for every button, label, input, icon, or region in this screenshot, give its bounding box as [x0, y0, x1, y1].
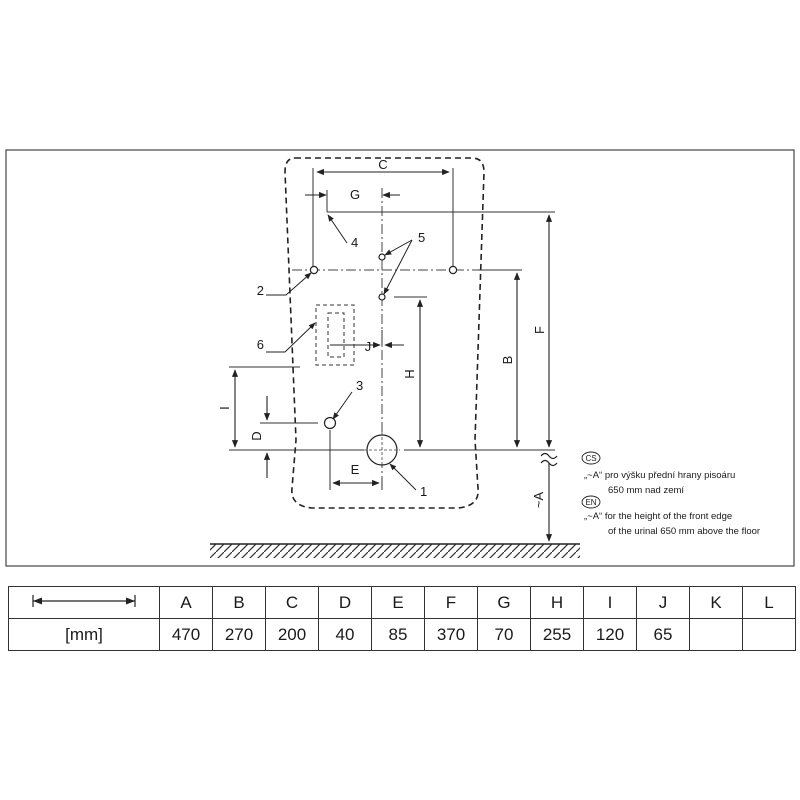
dimension-table: A B C D E F G H I J K L [mm] 470 270 200…	[8, 586, 796, 651]
svg-text:„~A“ for the height of the fro: „~A“ for the height of the front edge	[584, 511, 732, 522]
dim-label-e: E	[351, 462, 360, 477]
leader-6	[266, 322, 316, 353]
value-cell: 120	[583, 618, 637, 651]
header-cell: C	[265, 586, 319, 619]
part-6-outer-box	[315, 304, 355, 366]
header-cell: G	[477, 586, 531, 619]
value-cell: 470	[159, 618, 213, 651]
floor-hatch	[210, 543, 580, 558]
water-inlet-point-lower	[378, 293, 386, 301]
urinal-outline	[284, 157, 485, 509]
leader-5a	[384, 239, 413, 256]
table-header-row: A B C D E F G H I J K L	[8, 586, 796, 619]
table-value-row: [mm] 470 270 200 40 85 370 70 255 120 65	[8, 618, 796, 651]
dim-label-i: I	[217, 406, 232, 410]
value-cell: 65	[636, 618, 690, 651]
callout-1: 1	[420, 484, 427, 499]
value-cell: 40	[318, 618, 372, 651]
value-cell: 70	[477, 618, 531, 651]
leader-5b	[383, 239, 413, 295]
unit-cell: [mm]	[8, 618, 160, 651]
header-cell: D	[318, 586, 372, 619]
value-cell: 370	[424, 618, 478, 651]
header-cell: H	[530, 586, 584, 619]
header-cell: B	[212, 586, 266, 619]
leader-4	[327, 214, 348, 244]
double-arrow-icon	[32, 594, 136, 607]
dim-label-c: C	[378, 157, 387, 172]
part-6-inner-box	[327, 312, 345, 358]
dim-label-j: J	[365, 339, 372, 354]
dimension-arrow-cell	[8, 586, 160, 619]
header-cell: F	[424, 586, 478, 619]
drawing-frame	[5, 149, 795, 567]
svg-text:„~A“ pro výšku přední hrany pi: „~A“ pro výšku přední hrany pisoáru	[584, 470, 735, 481]
header-cell: K	[689, 586, 743, 619]
leader-2	[266, 272, 312, 296]
water-inlet-point-upper	[378, 253, 386, 261]
svg-text:EN: EN	[585, 498, 596, 507]
callout-2: 2	[257, 283, 264, 298]
dim-label-d: D	[249, 431, 264, 440]
svg-text:of the urinal 650 mm above the: of the urinal 650 mm above the floor	[608, 526, 760, 537]
fixing-point-left	[309, 265, 319, 275]
header-cell: A	[159, 586, 213, 619]
outlet-part-3	[323, 416, 337, 430]
dim-a-break-symbol	[540, 452, 558, 467]
fixing-point-right	[448, 265, 458, 275]
svg-text:CS: CS	[585, 454, 596, 463]
callout-5: 5	[418, 230, 425, 245]
leader-1	[389, 463, 417, 491]
header-cell: E	[371, 586, 425, 619]
value-cell: 270	[212, 618, 266, 651]
header-cell: I	[583, 586, 637, 619]
dim-label-b: B	[500, 356, 515, 365]
note-en: EN „~A“ for the height of the front edge…	[581, 495, 760, 537]
dim-label-h: H	[402, 369, 417, 378]
value-cell	[689, 618, 743, 651]
value-cell: 255	[530, 618, 584, 651]
dim-label-f: F	[532, 326, 547, 334]
value-cell	[742, 618, 796, 651]
dim-label-g: G	[350, 187, 360, 202]
header-cell: J	[636, 586, 690, 619]
svg-text:650 mm nad zemí: 650 mm nad zemí	[608, 485, 684, 496]
callout-4: 4	[351, 235, 358, 250]
leader-3	[332, 391, 353, 420]
value-cell: 200	[265, 618, 319, 651]
value-cell: 85	[371, 618, 425, 651]
note-cs: CS „~A“ pro výšku přední hrany pisoáru 6…	[581, 451, 735, 496]
callout-3: 3	[356, 378, 363, 393]
callout-6: 6	[257, 337, 264, 352]
header-cell: L	[742, 586, 796, 619]
dim-label-a: ~A	[531, 492, 546, 509]
extension-lines	[229, 168, 555, 490]
